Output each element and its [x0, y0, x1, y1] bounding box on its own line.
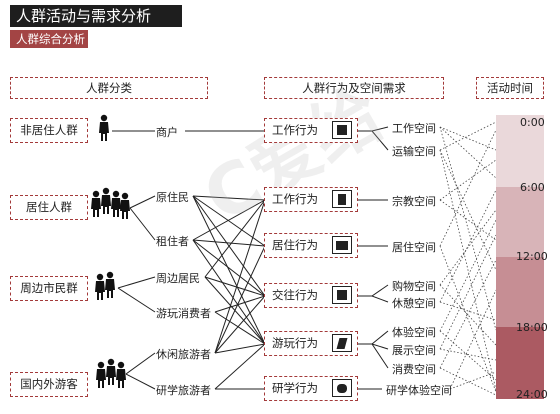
behavior-label: 工作行为 — [272, 192, 318, 206]
people-icon-citizens — [95, 271, 115, 300]
group-brackets — [112, 130, 156, 390]
need-work-space: 工作空间 — [392, 122, 436, 135]
bed-icon — [332, 236, 352, 254]
time-bar — [496, 115, 544, 399]
column-header-groups: 人群分类 — [10, 77, 208, 99]
need-shopping-space: 购物空间 — [392, 280, 436, 293]
subgroup-natives: 原住民 — [156, 191, 189, 204]
study-icon — [332, 379, 352, 397]
behavior-label: 交往行为 — [272, 288, 318, 302]
time-label-24: 24:00 — [516, 388, 548, 401]
person-icon-merchant — [99, 114, 109, 141]
subgroup-study-tourists: 研学旅游者 — [156, 384, 211, 397]
subgroup-merchant: 商户 — [156, 126, 178, 139]
subgroup-consumers: 游玩消费者 — [156, 307, 211, 320]
group-box-tourists: 国内外游客 — [10, 372, 88, 397]
behavior-label: 研学行为 — [272, 381, 318, 395]
need-consumption-space: 消费空间 — [392, 363, 436, 376]
behavior-need-lines — [358, 126, 389, 390]
section-subtitle: 人群综合分析 — [10, 30, 88, 48]
group-box-nonresident: 非居住人群 — [10, 118, 88, 143]
need-transport-space: 运输空间 — [392, 145, 436, 158]
need-study-experience-space: 研学体验空间 — [386, 384, 452, 397]
time-segment-0 — [496, 115, 544, 187]
behavior-box-study: 研学行为 — [264, 376, 358, 401]
need-time-lines — [439, 121, 497, 396]
behavior-label: 居住行为 — [272, 238, 318, 252]
time-label-6: 6:00 — [520, 181, 545, 194]
prayer-icon — [332, 190, 352, 208]
worker-icon — [332, 121, 352, 139]
need-experience-space: 体验空间 — [392, 326, 436, 339]
subgroup-leisure-tourists: 休闲旅游者 — [156, 348, 211, 361]
need-religious-space: 宗教空间 — [392, 195, 436, 208]
time-label-0: 0:00 — [520, 116, 545, 129]
time-segment-1 — [496, 187, 544, 257]
subgroup-tenants: 租住者 — [156, 235, 189, 248]
behavior-box-social: 交往行为 — [264, 283, 358, 308]
meeting-icon — [332, 286, 352, 304]
group-box-resident: 居住人群 — [10, 195, 88, 220]
time-segment-3 — [496, 327, 544, 399]
behavior-box-work-1: 工作行为 — [264, 118, 358, 143]
time-label-18: 18:00 — [516, 321, 548, 334]
behavior-box-play: 游玩行为 — [264, 331, 358, 356]
subgroup-behavior-lines — [185, 130, 266, 390]
behavior-label: 游玩行为 — [272, 336, 318, 350]
column-header-behaviors: 人群行为及空间需求 — [264, 77, 444, 99]
behavior-box-work-2: 工作行为 — [264, 187, 358, 212]
need-exhibition-space: 展示空间 — [392, 344, 436, 357]
time-label-12: 12:00 — [516, 250, 548, 263]
group-box-citizens: 周边市民群 — [10, 276, 88, 301]
people-icon-tourists — [96, 358, 126, 388]
column-header-time: 活动时间 — [476, 77, 544, 99]
behavior-box-live: 居住行为 — [264, 233, 358, 258]
subgroup-neighbors: 周边居民 — [156, 272, 200, 285]
people-icon-residents — [91, 187, 130, 219]
behavior-label: 工作行为 — [272, 123, 318, 137]
play-icon — [332, 334, 352, 352]
need-living-space: 居住空间 — [392, 241, 436, 254]
page-title: 人群活动与需求分析 — [10, 5, 182, 27]
need-rest-space: 休憩空间 — [392, 297, 436, 310]
time-segment-2 — [496, 257, 544, 327]
